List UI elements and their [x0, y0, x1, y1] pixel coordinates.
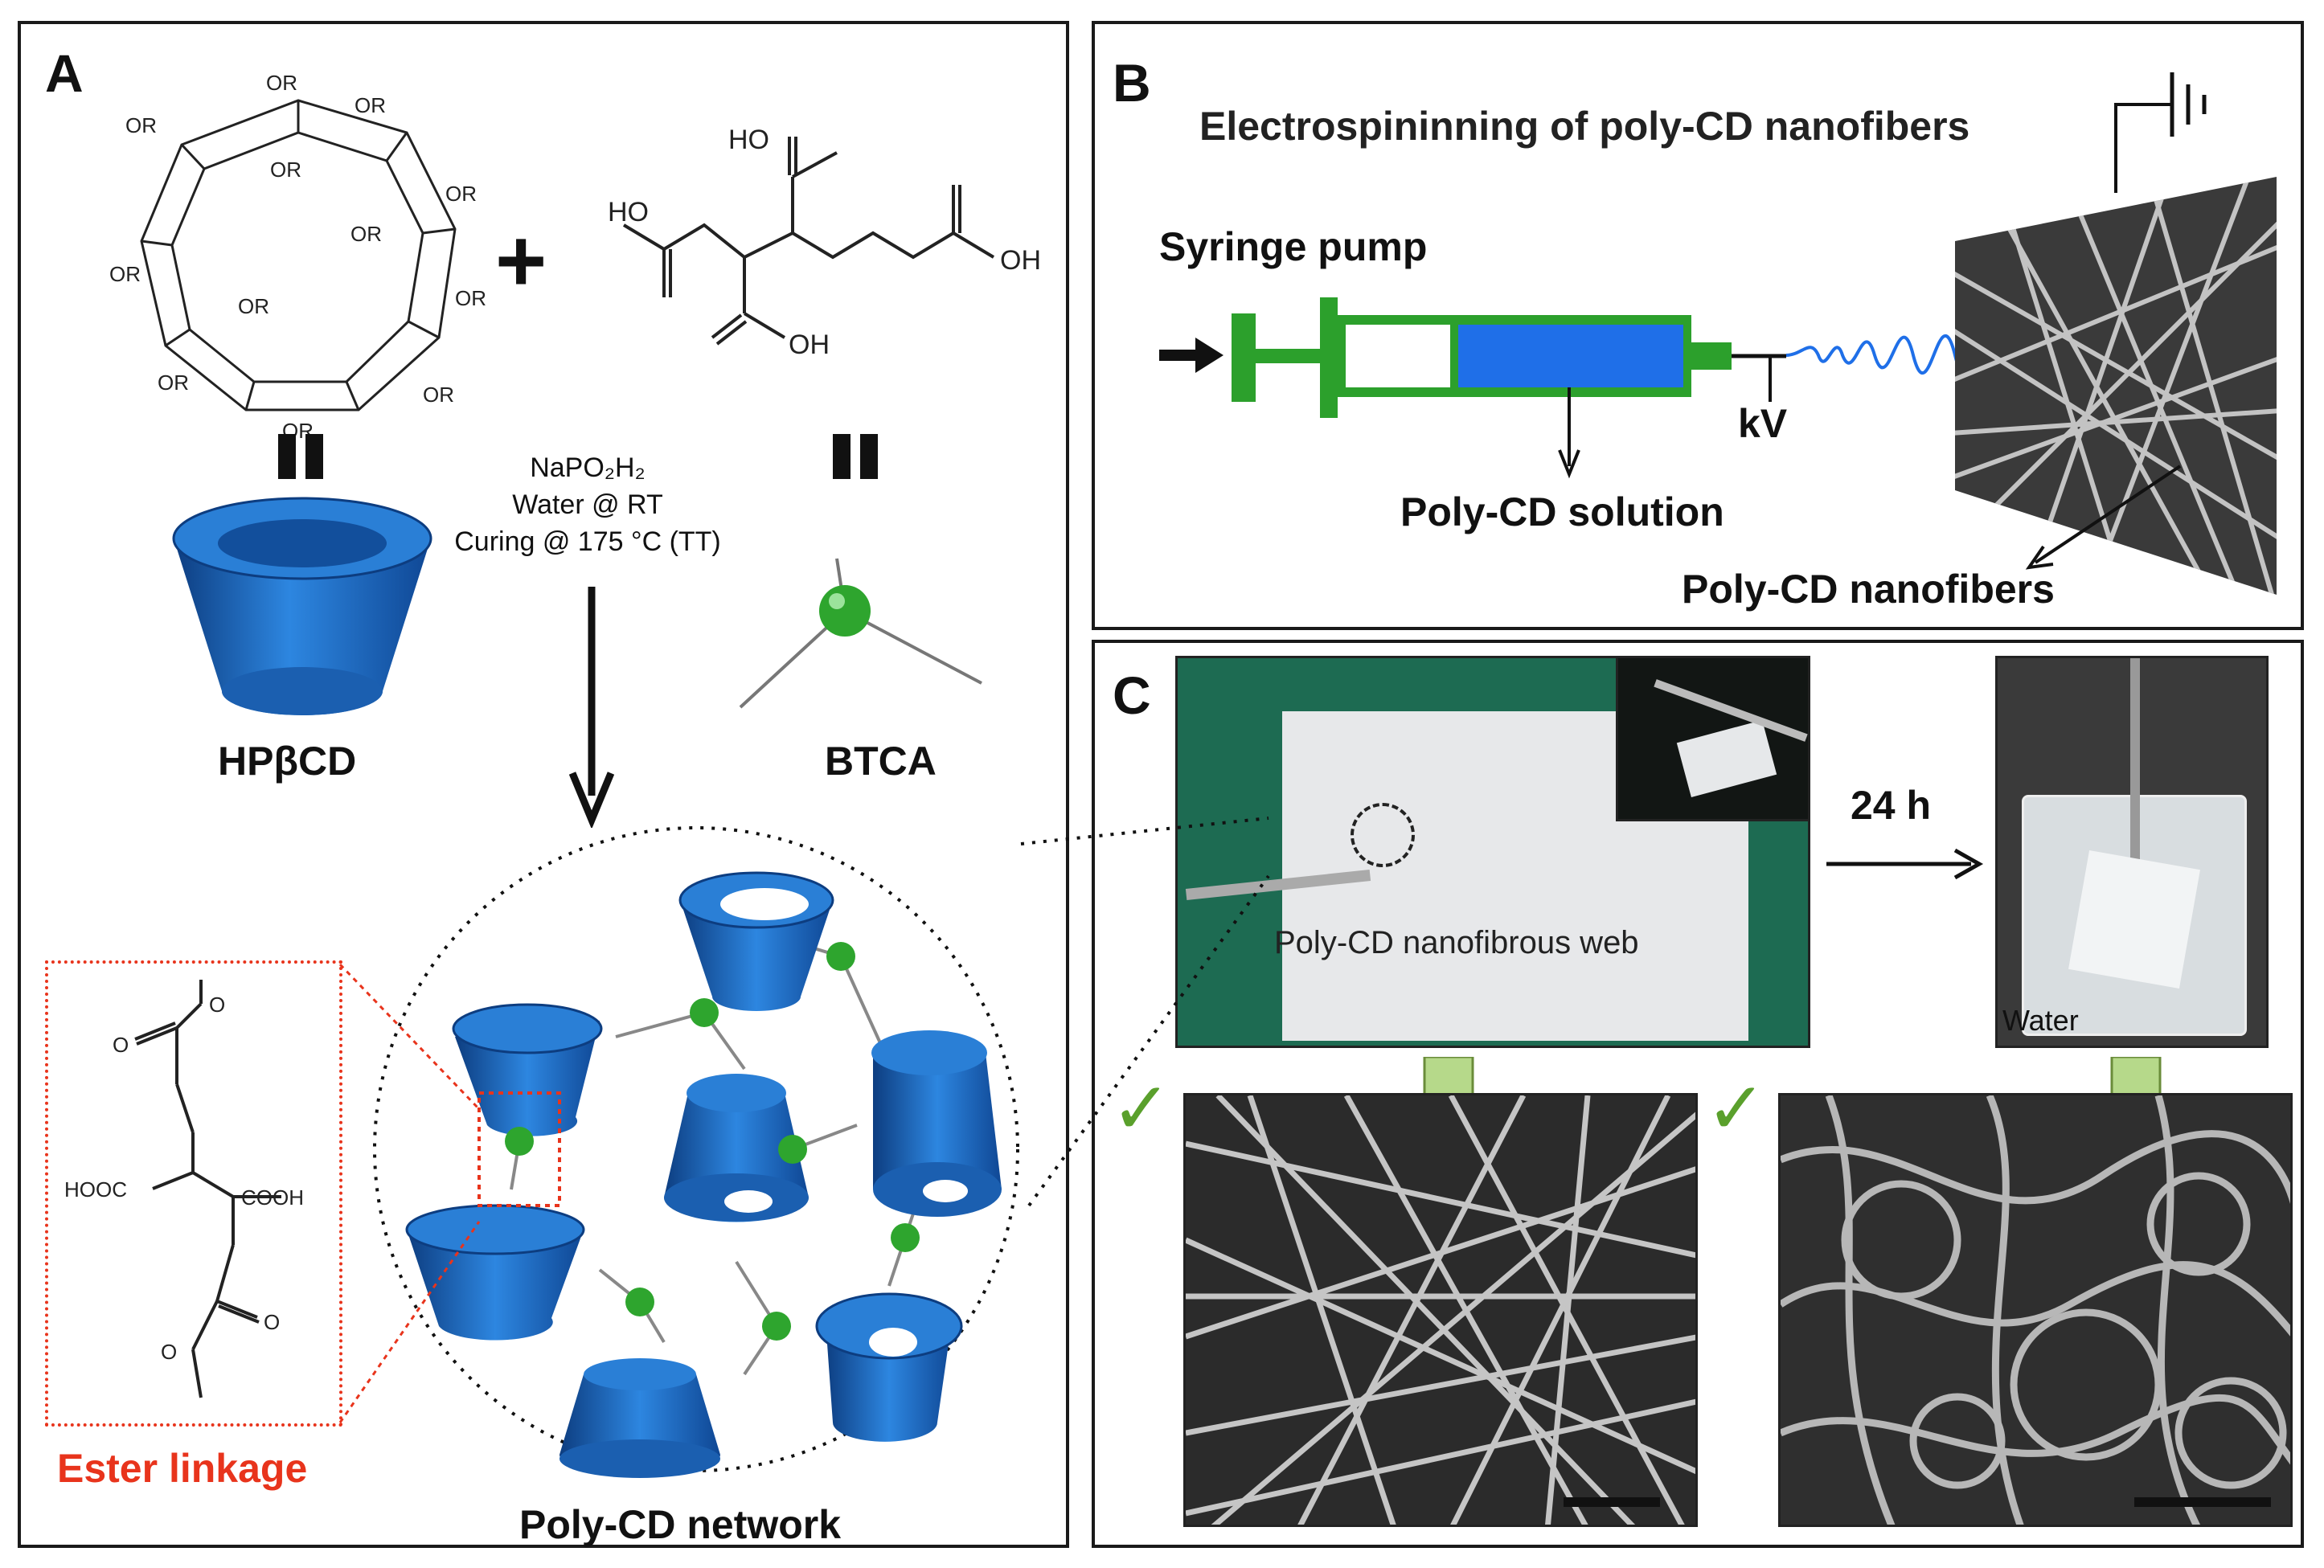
- plus-sign: +: [495, 211, 547, 310]
- btca-oh-label: OH: [1000, 245, 1041, 276]
- poly-cd-network: [373, 826, 1019, 1478]
- time-arrow: [1826, 848, 1984, 880]
- cd-or-label: OR: [266, 72, 297, 95]
- btca-ho-label: HO: [608, 197, 649, 227]
- sem-fibers-before: [1186, 1095, 1695, 1525]
- immersed-web: [2068, 850, 2200, 989]
- inset-web-piece: [1676, 719, 1777, 798]
- btca-label: BTCA: [825, 739, 937, 784]
- cd-or-label: OR: [158, 371, 189, 395]
- cd-or-label: OR: [125, 113, 157, 137]
- collector-plate: [1955, 177, 2277, 595]
- ester-o-label: O: [161, 1340, 177, 1364]
- sem-image-before: [1183, 1093, 1698, 1527]
- cyclodextrin-structure: OR OR OR OR OR OR OR OR OR OR OR OR: [109, 72, 486, 443]
- ester-structure: O O HOOC COOH O O: [64, 980, 304, 1398]
- syringe-pump-label: Syringe pump: [1159, 224, 1428, 269]
- cd-or-label: OR: [109, 262, 141, 286]
- inset-photo: [1616, 658, 1808, 821]
- panel-b-letter: B: [1113, 53, 1151, 113]
- nanofibers-label: Poly-CD nanofibers: [1682, 567, 2055, 612]
- cd-or-label: OR: [445, 182, 477, 206]
- ester-o-label: O: [209, 993, 225, 1017]
- panel-b: B Electrospininning of poly-CD nanofiber…: [1092, 21, 2304, 630]
- cd-or-label: OR: [350, 222, 382, 246]
- zoom-connector-lines: [1020, 817, 1270, 1207]
- web-label: Poly-CD nanofibrous web: [1274, 925, 1639, 960]
- equals-bars-right: [833, 434, 881, 479]
- check-icon-left: ✓: [1111, 1069, 1172, 1149]
- btca-oh-label: OH: [789, 330, 830, 360]
- beaker-tweezers: [2130, 658, 2140, 859]
- cd-or-label: OR: [270, 158, 301, 182]
- panel-c: C Poly-CD nanofibrous web 24 h Water ✓ ✓: [1092, 640, 2304, 1548]
- solution-label: Poly-CD solution: [1400, 489, 1724, 534]
- panel-c-letter: C: [1113, 665, 1151, 725]
- sem-fibers-after: [1781, 1095, 2290, 1525]
- time-label: 24 h: [1851, 783, 1932, 828]
- condition-curing: Curing @ 175 °C (TT): [454, 526, 721, 557]
- water-label: Water: [2002, 1004, 2079, 1037]
- voltage-label: kV: [1738, 401, 1788, 446]
- cd-or-label: OR: [455, 286, 486, 310]
- cd-label: HPβCD: [218, 739, 357, 784]
- ester-cooh-label: COOH: [241, 1185, 304, 1210]
- btca-structure: HO HO OH OH: [608, 125, 1041, 360]
- condition-reagent: NaPO₂H₂: [530, 452, 646, 483]
- ester-o-label: O: [264, 1310, 280, 1334]
- syringe-graphic: [1159, 297, 1786, 479]
- ester-connector-lines: [338, 963, 481, 1423]
- water-photo: Water: [1995, 656, 2269, 1048]
- cd-or-label: OR: [423, 383, 454, 407]
- ester-label: Ester linkage: [57, 1446, 308, 1491]
- ground-icon: [2114, 72, 2207, 193]
- network-label: Poly-CD network: [519, 1502, 842, 1547]
- zoom-circle: [1351, 803, 1415, 867]
- ester-linkage-box: O O HOOC COOH O O: [45, 960, 342, 1427]
- condition-solvent: Water @ RT: [512, 489, 663, 520]
- cd-or-label: OR: [238, 294, 269, 318]
- cd-cone-graphic: [172, 497, 432, 715]
- reaction-arrow: [568, 587, 615, 828]
- reaction-conditions: NaPO₂H₂ Water @ RT Curing @ 175 °C (TT): [447, 450, 728, 561]
- check-icon-right: ✓: [1706, 1069, 1767, 1149]
- panel-a: A OR OR OR OR OR OR OR OR OR OR OR OR +: [18, 21, 1069, 1548]
- web-photo: Poly-CD nanofibrous web: [1175, 656, 1810, 1048]
- equals-bars-left: [278, 434, 326, 479]
- sem-image-after: [1778, 1093, 2293, 1527]
- btca-ho-label: HO: [728, 125, 769, 155]
- ester-hooc-label: HOOC: [64, 1177, 127, 1202]
- panel-a-letter: A: [45, 43, 84, 103]
- ester-o-label: O: [113, 1033, 129, 1057]
- electrospinning-title: Electrospininning of poly-CD nanofibers: [1199, 104, 1970, 149]
- cd-or-label: OR: [355, 93, 386, 117]
- btca-ball-stick: [739, 558, 982, 709]
